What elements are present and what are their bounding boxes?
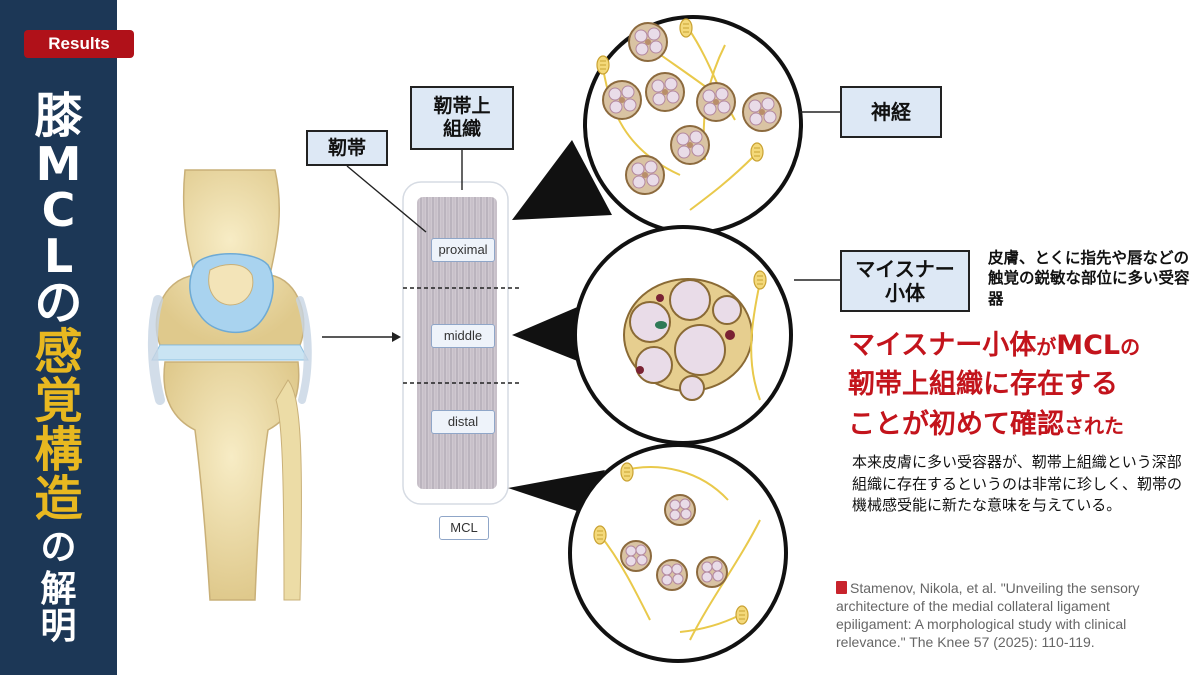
- zoom-wedge-proximal: [512, 140, 612, 220]
- zoom-wedge-middle: [512, 305, 590, 366]
- mcl-region-middle: middle: [431, 324, 495, 348]
- zoom-circle-middle: [573, 225, 793, 445]
- knee-illustration: [147, 169, 312, 601]
- headline-f: ことが初めて確認: [848, 408, 1064, 440]
- headline-c: MCL: [1056, 330, 1121, 361]
- headline-a: マイスナー小体: [848, 330, 1037, 361]
- body-text: 本来皮膚に多い受容器が、靭帯上組織という深部組織に存在するというのは非常に珍しく…: [852, 453, 1183, 515]
- citation-text: Stamenov, Nikola, et al. "Unveiling the …: [836, 580, 1140, 650]
- receptor-note: 皮膚、とくに指先や唇などの触覚の鋭敏な部位に多い受容器: [988, 249, 1190, 308]
- title-no-2: の: [40, 526, 77, 568]
- sidebar: [0, 0, 117, 675]
- mcl-region-proximal: proximal: [431, 238, 495, 262]
- mcl-label: MCL: [439, 516, 489, 540]
- title-elucidation: 解明: [40, 569, 77, 648]
- book-icon: [836, 581, 847, 594]
- ligament-label: 靭帯: [306, 130, 388, 166]
- title-no-1: の: [34, 274, 83, 331]
- headline-b: が: [1036, 335, 1057, 359]
- headline-g: された: [1064, 413, 1124, 438]
- zoom-circle-proximal: [583, 15, 803, 235]
- mcl-region-distal: distal: [431, 410, 495, 434]
- headline-e: 靭帯上組織に存在する: [848, 369, 1118, 401]
- zoom-circle-distal: [568, 443, 788, 663]
- headline: マイスナー小体がMCLの 靭帯上組織に存在する ことが初めて確認された: [848, 326, 1198, 444]
- nerve-label: 神経: [840, 86, 942, 138]
- headline-d: の: [1120, 335, 1141, 359]
- epiligament-label-text: 靭帯上組織: [433, 95, 491, 140]
- meissner-label: マイスナー小体: [840, 250, 970, 312]
- results-badge: Results: [24, 30, 134, 58]
- epiligament-label: 靭帯上組織: [410, 86, 514, 150]
- zoom-wedge-distal: [508, 470, 605, 512]
- citation: Stamenov, Nikola, et al. "Unveiling the …: [836, 580, 1176, 652]
- title-knee: 膝: [34, 88, 83, 144]
- title-sensory-structure: 感覚構造: [34, 323, 83, 527]
- meissner-label-text: マイスナー小体: [855, 257, 955, 305]
